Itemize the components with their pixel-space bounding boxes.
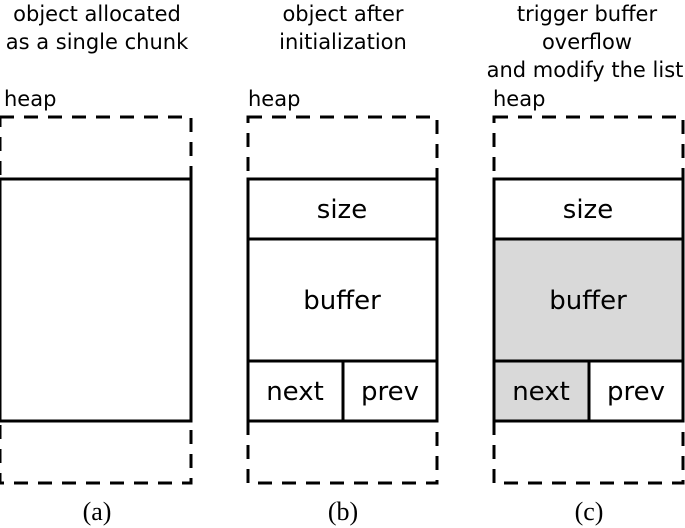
panel-c-buffer-label: buffer <box>549 286 627 316</box>
panel-c-title-line-2: overflow <box>542 30 632 54</box>
panel-b-buffer-field <box>246 237 439 363</box>
panel-b-prev-field <box>341 359 439 423</box>
panel-a-allocated-chunk <box>0 177 193 423</box>
panel-c-title-line-1: trigger buffer <box>517 2 658 26</box>
panel-b-size-label: size <box>317 195 367 225</box>
panel-c-title-line-3: and modify the list <box>487 58 684 82</box>
panel-c-next-label: next <box>512 377 570 407</box>
panel-c-prev-label: prev <box>607 377 665 407</box>
panel-a-caption: (a) <box>83 497 112 526</box>
panel-a-title-line-1: object allocated <box>13 2 181 26</box>
panel-c-caption: (c) <box>575 497 604 526</box>
panel-a-heap-label: heap <box>4 87 56 111</box>
panel-c-prev-field <box>587 359 685 423</box>
panel-a: object allocated as a single chunk heap … <box>0 2 193 526</box>
panel-b-title-line-2: initialization <box>279 30 407 54</box>
panel-b-title-line-1: object after <box>282 2 403 26</box>
panel-b-next-label: next <box>266 377 324 407</box>
panel-b: object after initialization heap size bu… <box>246 2 439 526</box>
panel-c-size-field <box>492 177 685 241</box>
panel-c-size-label: size <box>563 195 613 225</box>
panel-b-heap-label: heap <box>248 87 300 111</box>
panel-b-buffer-label: buffer <box>303 286 381 316</box>
panel-c-next-field-modified <box>492 359 591 423</box>
panel-c-buffer-field-overflowed <box>492 237 685 363</box>
panel-b-caption: (b) <box>328 497 358 526</box>
panel-a-title-line-2: as a single chunk <box>6 30 189 54</box>
panel-c-heap-label: heap <box>493 87 545 111</box>
panel-b-prev-label: prev <box>361 377 419 407</box>
panel-c: trigger buffer overflow and modify the l… <box>487 2 685 526</box>
